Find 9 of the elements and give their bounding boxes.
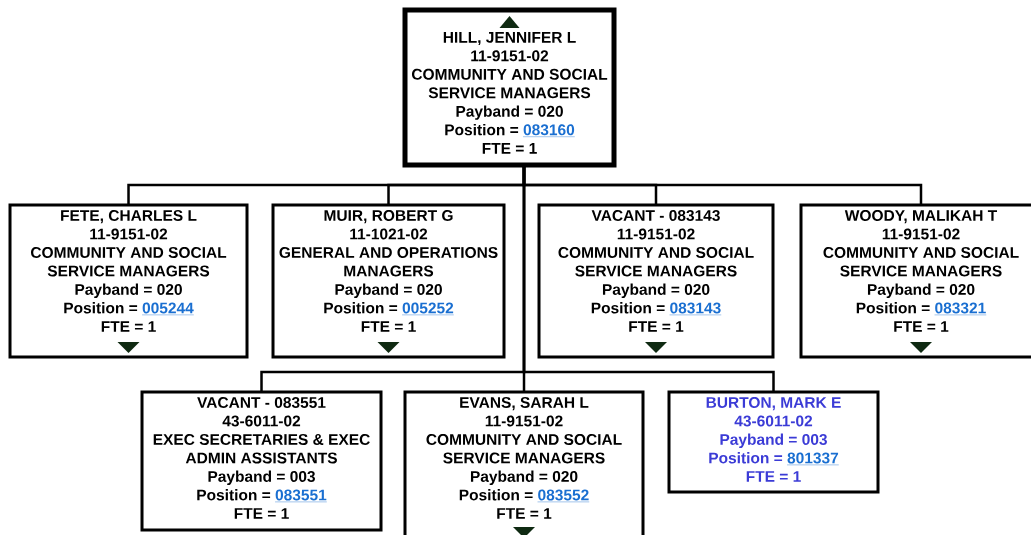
position-box: VACANT - 083551 43-6011-02 EXEC SECRETARIES & EXEC ADMIN ASSISTANTS Payband = 003 Position = 083551 FTE = 1 <box>140 390 383 532</box>
position-box: EVANS, SARAH L 11-9151-02 COMMUNITY AND SOCIAL SERVICE MANAGERS Payband = 020 Position = 083552 FTE = 1 <box>403 390 645 535</box>
position-box: WOODY, MALIKAH T 11-9151-02 COMMUNITY AND SOCIAL SERVICE MANAGERS Payband = 020 Position = 083321 FTE = 1 <box>799 203 1031 359</box>
position-box: VACANT - 083143 11-9151-02 COMMUNITY AND SOCIAL SERVICE MANAGERS Payband = 020 Position = 083143 FTE = 1 <box>537 203 775 359</box>
position-box: BURTON, MARK E 43-6011-02 Payband = 003 Position = 801337 FTE = 1 <box>667 390 880 494</box>
position-box: FETE, CHARLES L 11-9151-02 COMMUNITY AND SOCIAL SERVICE MANAGERS Payband = 020 Position = 005244 FTE = 1 <box>8 203 249 359</box>
position-box: HILL, JENNIFER L 11-9151-02 COMMUNITY AND SOCIAL SERVICE MANAGERS Payband = 020 Position = 083160 FTE = 1 <box>402 7 617 168</box>
position-box: MUIR, ROBERT G 11-1021-02 GENERAL AND OPERATIONS MANAGERS Payband = 020 Position = 005252 FTE = 1 <box>271 203 506 359</box>
connector-line <box>522 165 775 392</box>
